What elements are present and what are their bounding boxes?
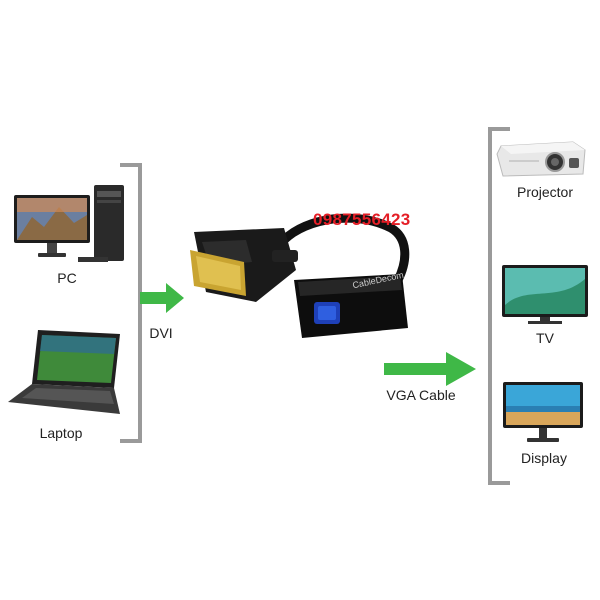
display-label: Display [521, 450, 567, 466]
dvi-label: DVI [149, 325, 173, 341]
pc-icon [14, 185, 124, 262]
display-icon [503, 382, 583, 442]
dvi-arrow-icon [140, 283, 184, 313]
projector-label: Projector [516, 184, 574, 200]
projector-icon [496, 141, 586, 177]
source-bracket [120, 163, 142, 443]
vga-cable-arrow-icon [384, 352, 476, 386]
tv-label: TV [536, 330, 554, 346]
output-bracket [488, 127, 510, 485]
laptop-label: Laptop [39, 425, 83, 441]
tv-icon [502, 265, 588, 324]
laptop-icon [8, 330, 120, 414]
pc-label: PC [57, 270, 77, 286]
phone-watermark: 0987556423 [313, 210, 411, 229]
vga-cable-label: VGA Cable [386, 387, 456, 403]
dvi-vga-adapter-icon [190, 213, 410, 338]
